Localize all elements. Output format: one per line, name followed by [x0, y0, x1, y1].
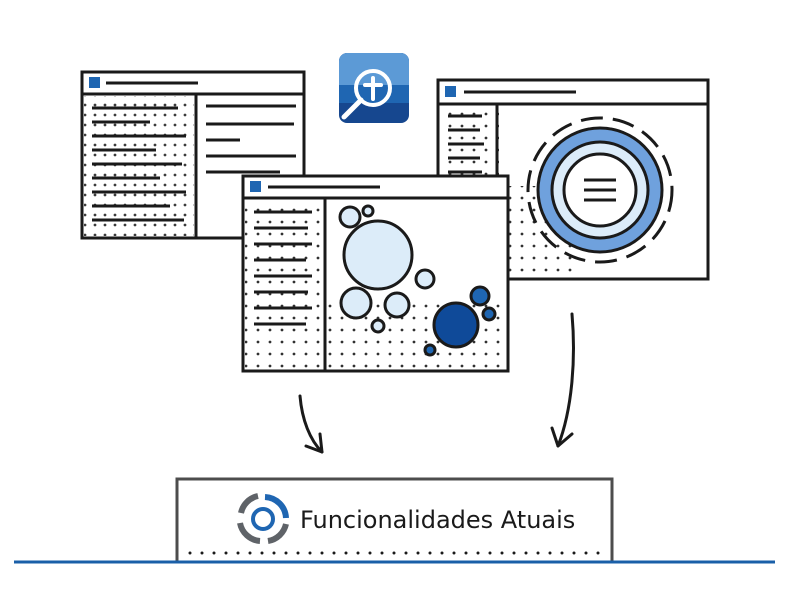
caption-dot — [284, 551, 288, 555]
caption-dot — [392, 551, 396, 555]
window-target-app-square — [445, 86, 456, 97]
caption-dot — [380, 551, 384, 555]
arrow-left-down — [298, 394, 324, 454]
window-bubbles-app-square — [250, 181, 261, 192]
caption-dot — [248, 551, 252, 555]
caption-dot — [512, 551, 516, 555]
caption-dot — [200, 551, 204, 555]
caption-dot — [416, 551, 420, 555]
caption-dot — [308, 551, 312, 555]
menu-lines-icon — [584, 178, 616, 202]
window-list — [80, 70, 306, 240]
caption-dot — [596, 551, 600, 555]
caption-dot — [260, 551, 264, 555]
caption-dot — [476, 551, 480, 555]
caption-dot — [524, 551, 528, 555]
target-graphic — [526, 116, 674, 264]
caption-box: Funcionalidades Atuais — [175, 477, 614, 564]
window-list-dot-texture — [84, 96, 194, 236]
caption-label: Funcionalidades Atuais — [300, 506, 575, 534]
window-target — [436, 78, 710, 281]
cross-icon — [363, 76, 383, 101]
caption-dot — [572, 551, 576, 555]
window-bubbles — [241, 174, 510, 373]
caption-dot — [488, 551, 492, 555]
caption-dot — [212, 551, 216, 555]
caption-dot — [440, 551, 444, 555]
arrow-right-down — [550, 312, 575, 448]
caption-dot — [500, 551, 504, 555]
caption-dot — [368, 551, 372, 555]
ring-segments-icon — [237, 493, 289, 544]
caption-dot — [464, 551, 468, 555]
window-list-app-square — [89, 77, 100, 88]
window-list-content-lines — [206, 104, 296, 174]
caption-dot — [332, 551, 336, 555]
window-list-sidebar-lines — [92, 106, 186, 222]
caption-dot — [356, 551, 360, 555]
caption-dot — [452, 551, 456, 555]
caption-dot — [344, 551, 348, 555]
caption-dot — [320, 551, 324, 555]
caption-dot — [296, 551, 300, 555]
caption-dot — [536, 551, 540, 555]
caption-dot — [404, 551, 408, 555]
caption-dot-row — [188, 551, 600, 555]
search-bible-icon[interactable] — [339, 53, 409, 123]
caption-dot — [548, 551, 552, 555]
window-bubbles-sidebar-lines — [254, 210, 312, 326]
caption-dot — [272, 551, 276, 555]
caption-dot — [428, 551, 432, 555]
caption-dot — [224, 551, 228, 555]
caption-dot — [584, 551, 588, 555]
caption-dot — [560, 551, 564, 555]
caption-dot — [236, 551, 240, 555]
caption-dot — [188, 551, 192, 555]
bubble-cluster — [338, 204, 497, 357]
